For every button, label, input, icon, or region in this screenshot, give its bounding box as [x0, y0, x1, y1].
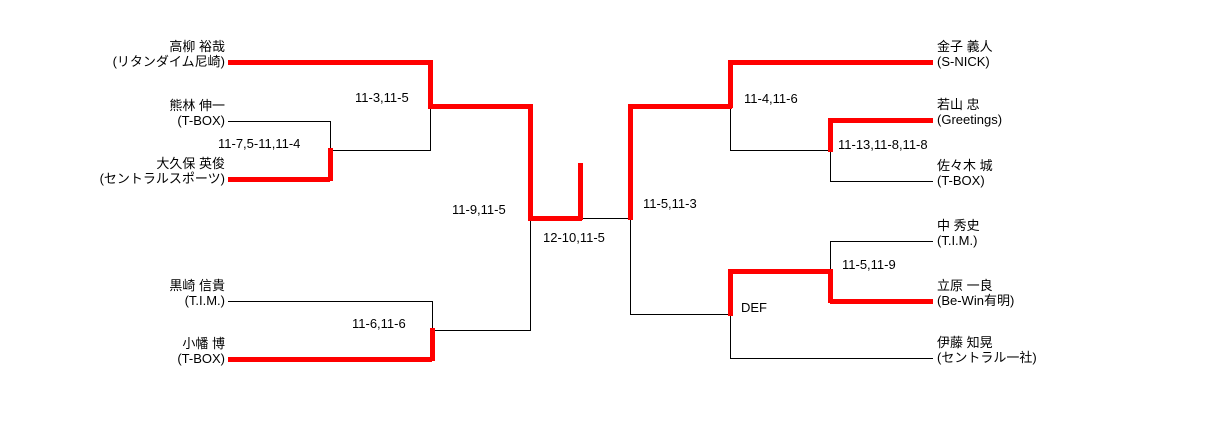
winner-path-segment: [228, 60, 430, 65]
bracket-line-segment: [228, 301, 432, 302]
match-score-def: DEF: [741, 300, 767, 315]
player-name: 大久保 英俊: [156, 156, 225, 171]
player-entry: 大久保 英俊 (セントラルスポーツ): [0, 156, 225, 186]
player-name: 伊藤 知晃: [937, 335, 993, 350]
player-club: (T-BOX): [177, 113, 225, 128]
winner-path-segment: [528, 216, 582, 221]
player-club: (リタンダイム尼崎): [112, 54, 225, 69]
bracket-line-segment: [432, 301, 433, 331]
winner-path-segment: [228, 357, 432, 362]
player-name: 若山 忠: [937, 97, 980, 112]
player-club: (T-BOX): [937, 173, 985, 188]
player-name: 黒崎 信貴: [169, 278, 225, 293]
winner-path-segment: [830, 118, 933, 123]
player-entry: 佐々木 城 (T-BOX): [937, 158, 993, 188]
winner-path-segment: [630, 104, 732, 109]
player-entry: 高柳 裕哉 (リタンダイム尼崎): [0, 39, 225, 69]
player-club: (T.I.M.): [184, 293, 225, 308]
winner-path-segment: [830, 299, 933, 304]
match-score: 11-6,11-6: [352, 316, 406, 331]
player-entry: 中 秀史 (T.I.M.): [937, 218, 980, 248]
player-club: (Be-Win有明): [937, 293, 1015, 308]
winner-path-segment: [728, 269, 832, 274]
winner-path-segment: [628, 104, 633, 220]
winner-path-segment: [430, 328, 435, 361]
bracket-line-segment: [830, 181, 933, 182]
player-entry: 立原 一良 (Be-Win有明): [937, 278, 1014, 308]
winner-path-segment: [328, 148, 333, 181]
bracket-line-segment: [730, 314, 731, 359]
winner-path-segment: [428, 60, 433, 108]
bracket-line-segment: [330, 121, 331, 151]
player-entry: 伊藤 知晃 (セントラル一社): [937, 335, 1037, 365]
bracket-line-segment: [730, 150, 830, 151]
player-club: (T.I.M.): [937, 233, 978, 248]
player-name: 小幡 博: [182, 336, 225, 351]
player-club: (Greetings): [937, 112, 1003, 127]
player-name: 金子 義人: [937, 39, 993, 54]
winner-path-segment: [828, 269, 833, 303]
bracket-line-segment: [432, 330, 530, 331]
winner-path-segment: [828, 118, 833, 152]
player-name: 高柳 裕哉: [169, 39, 225, 54]
match-score: 11-4,11-6: [744, 91, 798, 106]
bracket-line-segment: [430, 106, 431, 151]
player-club: (S-NICK): [937, 54, 990, 69]
bracket-line-segment: [530, 218, 531, 331]
player-entry: 熊林 伸一 (T-BOX): [0, 98, 225, 128]
player-entry: 小幡 博 (T-BOX): [0, 336, 225, 366]
winner-path-segment: [730, 60, 933, 65]
match-score: 11-7,5-11,11-4: [218, 136, 301, 151]
player-entry: 金子 義人 (S-NICK): [937, 39, 993, 69]
player-club: (セントラルスポーツ): [99, 171, 225, 186]
player-entry: 若山 忠 (Greetings): [937, 97, 1002, 127]
winner-path-segment: [528, 104, 533, 220]
player-name: 熊林 伸一: [169, 98, 225, 113]
match-score-final: 12-10,11-5: [543, 230, 605, 245]
bracket-line-segment: [228, 121, 330, 122]
winner-path-segment: [228, 177, 330, 182]
match-score: 11-5,11-9: [842, 257, 896, 272]
bracket-line-segment: [730, 106, 731, 151]
match-score: 11-3,11-5: [355, 90, 409, 105]
bracket-line-segment: [330, 150, 430, 151]
bracket-line-segment: [730, 358, 933, 359]
player-club: (T-BOX): [177, 351, 225, 366]
bracket-line-segment: [630, 314, 730, 315]
match-score: 11-5,11-3: [643, 196, 697, 211]
bracket-line-segment: [630, 218, 631, 315]
player-name: 佐々木 城: [937, 158, 993, 173]
bracket-line-segment: [830, 241, 933, 242]
bracket-line-segment: [830, 241, 831, 272]
winner-path-segment: [578, 163, 583, 220]
bracket-line-segment: [830, 150, 831, 182]
player-entry: 黒崎 信貴 (T.I.M.): [0, 278, 225, 308]
player-name: 立原 一良: [937, 278, 993, 293]
match-score: 11-9,11-5: [452, 202, 506, 217]
match-score: 11-13,11-8,11-8: [838, 137, 928, 152]
winner-path-segment: [428, 104, 530, 109]
player-name: 中 秀史: [937, 218, 980, 233]
winner-path-segment: [728, 269, 733, 316]
player-club: (セントラル一社): [937, 350, 1037, 365]
winner-path-segment: [728, 60, 733, 108]
